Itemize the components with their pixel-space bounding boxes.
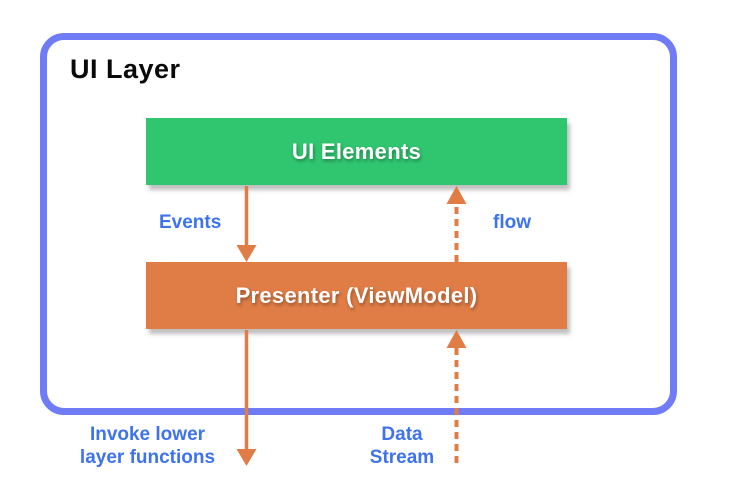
- data-stream-label-line2: Stream: [369, 447, 435, 468]
- node-presenter-label: Presenter (ViewModel): [235, 282, 478, 308]
- node-presenter: Presenter (ViewModel): [146, 262, 567, 329]
- data-stream-label-line1: Data: [381, 424, 423, 445]
- ui-layer-title: UI Layer: [70, 54, 181, 84]
- node-ui-elements: UI Elements: [146, 118, 567, 185]
- ui-layer-frame: [40, 33, 677, 415]
- data-stream-label: Data Stream: [344, 423, 460, 469]
- invoke-lower-label: Invoke lower layer functions: [55, 423, 240, 469]
- invoke-lower-label-line1: Invoke lower: [89, 424, 206, 445]
- invoke-lower-label-line2: layer functions: [79, 447, 216, 468]
- node-ui-elements-label: UI Elements: [291, 138, 422, 164]
- flow-label: flow: [493, 212, 531, 233]
- events-label: Events: [159, 212, 222, 233]
